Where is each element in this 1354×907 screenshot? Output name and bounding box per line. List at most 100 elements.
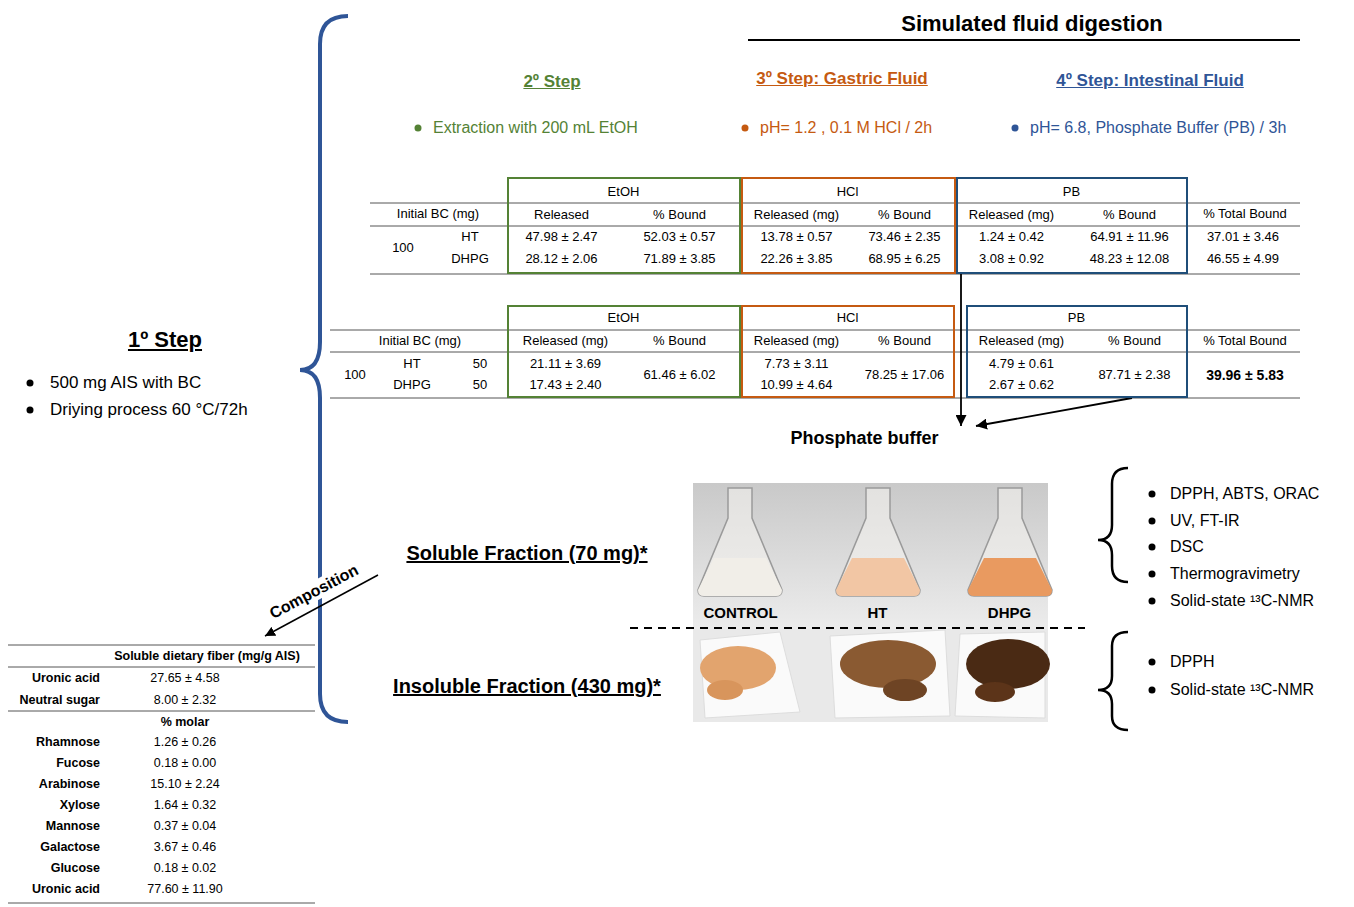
- table-cell: 77.60 ± 11.90: [147, 882, 222, 897]
- analysis-item: Solid-state ¹³C-NMR: [1170, 591, 1314, 610]
- table-cell: Initial BC (mg): [379, 333, 461, 349]
- analysis-item: Thermogravimetry: [1170, 564, 1300, 583]
- column-header: PB: [1063, 184, 1080, 200]
- analysis-item: DPPH, ABTS, ORAC: [1170, 484, 1319, 503]
- table-cell: 39.96 ± 5.83: [1206, 367, 1284, 384]
- step-condition: pH= 6.8, Phosphate Buffer (PB) / 3h: [1030, 118, 1286, 137]
- table-rules: [8, 203, 1300, 903]
- table-cell: 2.67 ± 0.62: [989, 377, 1054, 393]
- fluid-step-box: PBReleased (mg)% Bound1.24 ± 0.4264.91 ±…: [956, 177, 1188, 274]
- section-heading: Simulated fluid digestion: [901, 11, 1163, 37]
- table-cell: 1.26 ± 0.26: [154, 735, 216, 750]
- table-cell: Galactose: [40, 840, 100, 855]
- table-cell: % Total Bound: [1203, 333, 1287, 349]
- fraction-label: Insoluble Fraction (430 mg)*: [393, 674, 661, 698]
- column-header: Released: [534, 207, 589, 223]
- column-header: % Bound: [1103, 207, 1156, 223]
- column-header: HCl: [837, 310, 859, 326]
- connector-arrow: [960, 274, 962, 426]
- column-header: % Bound: [653, 333, 706, 349]
- table-cell: 71.89 ± 3.85: [643, 251, 715, 267]
- title-underline: [748, 39, 1300, 41]
- column-header: % Bound: [653, 207, 706, 223]
- right-brace: [1098, 632, 1128, 730]
- column-header: % Bound: [878, 333, 931, 349]
- column-header: HCl: [837, 184, 859, 200]
- table-cell: 3.67 ± 0.46: [154, 840, 216, 855]
- table-cell: % molar: [161, 715, 210, 730]
- sample-label: DHPG: [988, 604, 1031, 622]
- column-header: EtOH: [608, 184, 640, 200]
- table-cell: Neutral sugar: [19, 693, 100, 708]
- column-header: % Bound: [1108, 333, 1161, 349]
- step-heading: 2º Step: [523, 72, 580, 92]
- table-cell: 52.03 ± 0.57: [643, 229, 715, 245]
- fluid-step-box: HClReleased (mg)% Bound7.73 ± 3.1110.99 …: [741, 305, 955, 398]
- table-cell: 37.01 ± 3.46: [1207, 229, 1279, 245]
- table-cell: Fucose: [56, 756, 100, 771]
- table-cell: 46.55 ± 4.99: [1207, 251, 1279, 267]
- table-cell: 50: [473, 377, 487, 393]
- table-cell: 21.11 ± 3.69: [530, 356, 601, 372]
- table-cell: 7.73 ± 3.11: [765, 356, 829, 372]
- table-cell: 0.37 ± 0.04: [154, 819, 216, 834]
- fluid-step-box: HClReleased (mg)% Bound13.78 ± 0.5773.46…: [741, 177, 956, 274]
- table-cell: 64.91 ± 11.96: [1090, 229, 1168, 245]
- column-header: Released (mg): [969, 207, 1054, 223]
- sample-label: HT: [868, 604, 888, 622]
- fluid-step-box: EtOH Released % Bound 47.98 ± 2.47 52.03 ± 0…: [507, 177, 741, 274]
- table-cell: 22.26 ± 3.85: [760, 251, 832, 267]
- step-heading: 4º Step: Intestinal Fluid: [1056, 71, 1244, 91]
- table-cell: 73.46 ± 2.35: [868, 229, 940, 245]
- column-header: EtOH: [608, 310, 640, 326]
- table-cell: Uronic acid: [32, 671, 100, 686]
- table-cell: 1.64 ± 0.32: [154, 798, 216, 813]
- table-title: Soluble dietary fiber (mg/g AIS): [114, 649, 300, 664]
- step-condition: Extraction with 200 mL EtOH: [433, 118, 638, 137]
- step-detail: 500 mg AIS with BC: [50, 373, 201, 393]
- bullets: [27, 125, 1156, 694]
- fraction-label: Soluble Fraction (70 mg)*: [406, 541, 647, 565]
- analysis-item: UV, FT-IR: [1170, 511, 1240, 530]
- table-cell: 8.00 ± 2.32: [154, 693, 216, 708]
- dashed-divider: [630, 627, 1085, 629]
- table-cell: Rhamnose: [36, 735, 100, 750]
- table-cell: Xylose: [60, 798, 100, 813]
- table-cell: Arabinose: [39, 777, 100, 792]
- right-brace: [1098, 468, 1128, 582]
- table-cell: 78.25 ± 17.06: [865, 367, 944, 383]
- table-cell: HT: [461, 229, 478, 245]
- table-cell: 27.65 ± 4.58: [150, 671, 219, 686]
- column-header: PB: [1068, 310, 1085, 326]
- table-cell: 3.08 ± 0.92: [979, 251, 1044, 267]
- table-cell: 61.46 ± 6.02: [643, 367, 715, 383]
- table-cell: 0.18 ± 0.00: [154, 756, 216, 771]
- table-cell: 17.43 ± 2.40: [529, 377, 601, 393]
- step-heading: 1º Step: [128, 327, 202, 353]
- step-detail: Driying process 60 °C/72h: [50, 400, 248, 420]
- table-cell: Glucose: [51, 861, 100, 876]
- table-cell: 48.23 ± 12.08: [1090, 251, 1169, 267]
- table-cell: 68.95 ± 6.25: [868, 251, 940, 267]
- column-header: Released (mg): [979, 333, 1064, 349]
- column-header: Released (mg): [523, 333, 608, 349]
- table-cell: 87.71 ± 2.38: [1098, 367, 1170, 383]
- table-cell: 47.98 ± 2.47: [525, 229, 597, 245]
- connector-arrow: [976, 398, 1132, 426]
- analysis-item: DPPH: [1170, 652, 1214, 671]
- column-header: Released (mg): [754, 207, 839, 223]
- table-cell: DHPG: [393, 377, 431, 393]
- table-cell: 50: [473, 356, 487, 372]
- fluid-step-box: EtOHReleased (mg) % Bound 21.11 ± 3.69 17.4…: [507, 305, 741, 398]
- analysis-item: Solid-state ¹³C-NMR: [1170, 680, 1314, 699]
- step-condition: pH= 1.2 , 0.1 M HCl / 2h: [760, 118, 932, 137]
- table-cell: 100: [344, 367, 366, 383]
- left-brace: [300, 16, 348, 722]
- sample-photo: [693, 483, 1052, 722]
- column-header: Released (mg): [754, 333, 839, 349]
- annotation: Composition: [265, 560, 364, 625]
- table-cell: 13.78 ± 0.57: [760, 229, 832, 245]
- table-cell: Mannose: [46, 819, 100, 834]
- table-cell: HT: [403, 356, 420, 372]
- table-cell: Initial BC (mg): [397, 206, 479, 222]
